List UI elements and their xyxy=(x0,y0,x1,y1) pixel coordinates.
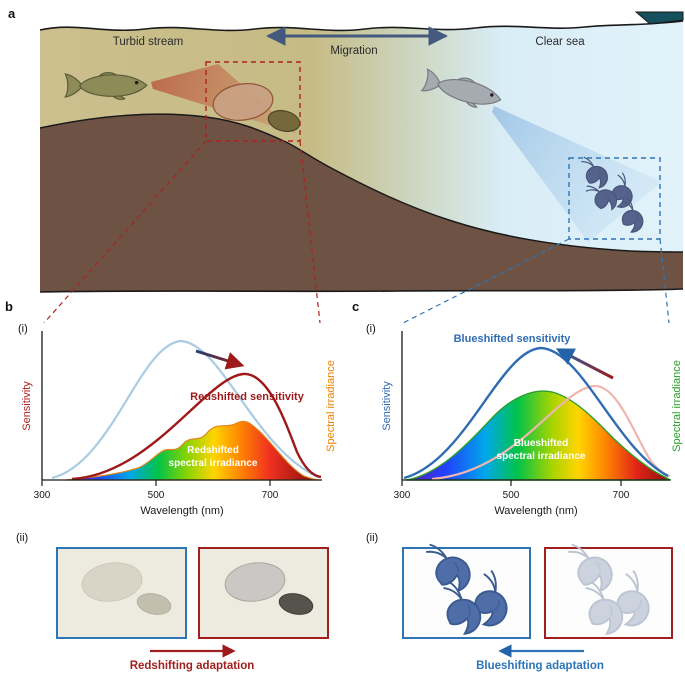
blueshifted-irradiance-label-line2: spectral irradiance xyxy=(497,451,586,462)
panel-b-ii-label: (ii) xyxy=(16,532,28,544)
tick-label-b-300: 300 xyxy=(34,490,51,501)
dark-sea-patch xyxy=(634,11,684,25)
tick-label-c-700: 700 xyxy=(613,490,630,501)
y-axis-label-irradiance-c: Spectral irradiance xyxy=(671,360,683,452)
shift-arrow-c xyxy=(555,348,614,380)
x-axis-label-c: Wavelength (nm) xyxy=(494,505,577,517)
migration-label: Migration xyxy=(330,45,377,57)
rainbow-area-c xyxy=(405,390,672,481)
seafloor-sediment xyxy=(40,114,683,292)
connector-red-right xyxy=(299,140,321,324)
curve-original-sensitivity-b xyxy=(51,339,319,480)
contrast-prey-small xyxy=(278,593,314,615)
panel-c-letter: c xyxy=(352,299,359,314)
perception-box-c-red xyxy=(544,547,673,639)
panel-c-i-label: (i) xyxy=(366,323,376,335)
shift-arrow-b xyxy=(195,349,245,370)
chart-b: 300 500 700 Redshifted sensitivity Redsh… xyxy=(21,331,337,517)
connector-blue-left xyxy=(402,238,570,324)
panel-c: c (i) 300 500 700 Blueshifted sensitivit… xyxy=(352,299,683,672)
y-axis-label-sensitivity-c: Sensitivity xyxy=(381,381,393,431)
redshifted-sensitivity-label: Redshifted sensitivity xyxy=(190,391,305,403)
clear-sea-label: Clear sea xyxy=(535,36,585,48)
chart-c: 300 500 700 Blueshifted sensitivity Blue… xyxy=(381,331,683,517)
rainbow-area-b xyxy=(65,420,322,481)
roi-box-blue xyxy=(568,157,661,240)
faint-prey-small xyxy=(136,593,172,615)
blueshifted-irradiance-label-line1: Blueshifted xyxy=(514,438,568,449)
tick-label-c-300: 300 xyxy=(394,490,411,501)
panel-a-letter: a xyxy=(8,6,16,21)
blueshifting-adaptation-label: Blueshifting adaptation xyxy=(476,660,604,672)
panel-b-letter: b xyxy=(5,299,13,314)
panel-c-ii-label: (ii) xyxy=(366,532,378,544)
panel-b: b (i) 300 500 700 Redshifted sensitivity… xyxy=(5,299,337,672)
prey-large xyxy=(212,83,274,121)
x-axis-label-b: Wavelength (nm) xyxy=(140,505,223,517)
curve-redshifted-sensitivity-b xyxy=(71,372,322,481)
turbid-stream-label: Turbid stream xyxy=(113,36,184,48)
tick-label-b-500: 500 xyxy=(148,490,165,501)
curve-blueshifted-sensitivity-c xyxy=(403,346,669,480)
perception-boxes-c xyxy=(402,533,673,639)
panel-connectors xyxy=(43,140,670,324)
redshifted-irradiance-label-line2: spectral irradiance xyxy=(169,458,258,469)
contrast-prey-large xyxy=(224,562,286,602)
tick-label-c-500: 500 xyxy=(503,490,520,501)
tick-label-b-700: 700 xyxy=(262,490,279,501)
blueshifted-sensitivity-label: Blueshifted sensitivity xyxy=(454,333,572,345)
connector-red-left xyxy=(43,140,207,324)
seafloor-contour-line xyxy=(39,113,684,253)
redshifted-irradiance-label-line1: Redshifted xyxy=(187,445,239,456)
faint-prey-large xyxy=(81,562,143,602)
panel-b-i-label: (i) xyxy=(18,323,28,335)
y-axis-label-sensitivity-b: Sensitivity xyxy=(21,381,33,431)
panel-a: a Turbid stream C xyxy=(8,6,684,293)
perception-box-c-blue xyxy=(402,547,531,639)
blue-vision-cone xyxy=(492,106,662,242)
redshifting-adaptation-label: Redshifting adaptation xyxy=(130,660,255,672)
sediment-bottom-line xyxy=(39,288,684,293)
y-axis-label-irradiance-b: Spectral irradiance xyxy=(325,360,337,452)
roi-box-red xyxy=(205,61,301,142)
perception-boxes-b xyxy=(56,547,329,639)
